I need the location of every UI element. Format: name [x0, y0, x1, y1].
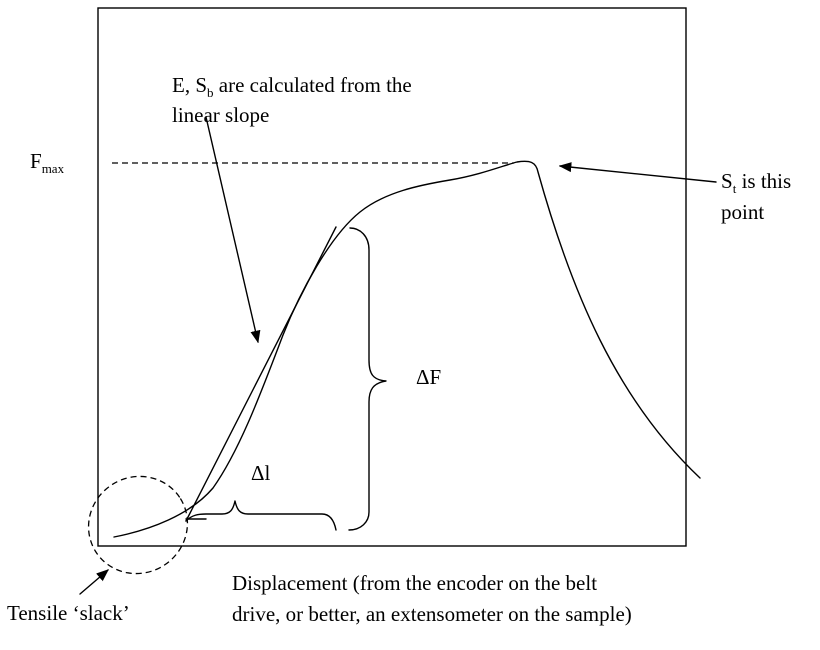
calc-note-arrow: [205, 116, 261, 344]
st-label-line2: point: [721, 200, 764, 224]
x-axis-label-line2: drive, or better, an extensometer on the…: [232, 602, 632, 626]
calc-note-line2: linear slope: [172, 103, 269, 127]
linear-slope-tangent: [185, 226, 337, 522]
force-displacement-curve: [113, 160, 701, 538]
st-label-line1: St is this: [721, 169, 791, 196]
delta-f-brace: [348, 227, 387, 531]
slack-ellipse: [87, 475, 189, 575]
st-arrow: [558, 162, 717, 183]
calc-note-line1: E, Sb are calculated from the: [172, 73, 412, 100]
x-axis-label-line1: Displacement (from the encoder on the be…: [232, 571, 597, 595]
tensile-slack-label: Tensile ‘slack’: [7, 601, 130, 625]
delta-l-brace: [185, 500, 337, 531]
delta-f-label: ΔF: [416, 365, 441, 389]
plot-frame: [97, 7, 687, 547]
fmax-label: Fmax: [30, 149, 65, 176]
slack-arrow: [79, 569, 109, 595]
delta-l-label: Δl: [251, 461, 271, 485]
